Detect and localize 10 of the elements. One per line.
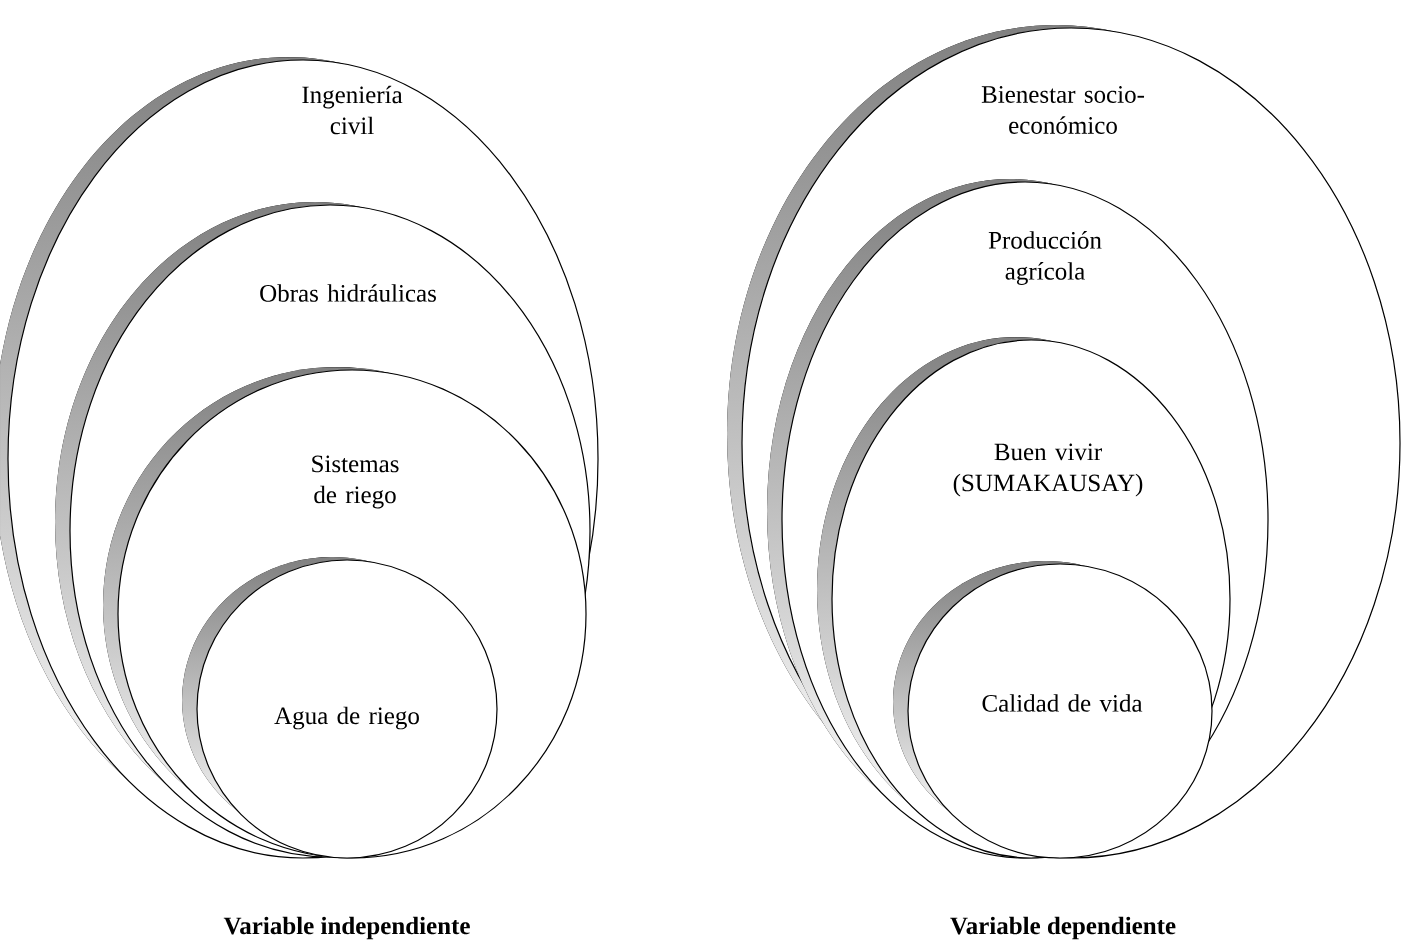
node-label: Variable independiente bbox=[223, 916, 470, 940]
node-label: Variable dependiente bbox=[950, 916, 1176, 940]
ellipse-text: Obras hidráulicas bbox=[260, 284, 436, 302]
ellipse-text: Agua de riego bbox=[274, 706, 419, 730]
ellipse-text: Sistemas de riego bbox=[312, 455, 399, 509]
ellipse-text: Ingeniería civil bbox=[302, 85, 403, 135]
ellipse-text: Producción agrícola bbox=[988, 231, 1102, 285]
ellipse-text: Bienestar socio-económico bbox=[981, 86, 1145, 134]
ellipse-text: Calidad de vida bbox=[982, 694, 1143, 712]
ellipse-text: Buen vivir (SUMAKAUSAY) bbox=[953, 443, 1143, 497]
